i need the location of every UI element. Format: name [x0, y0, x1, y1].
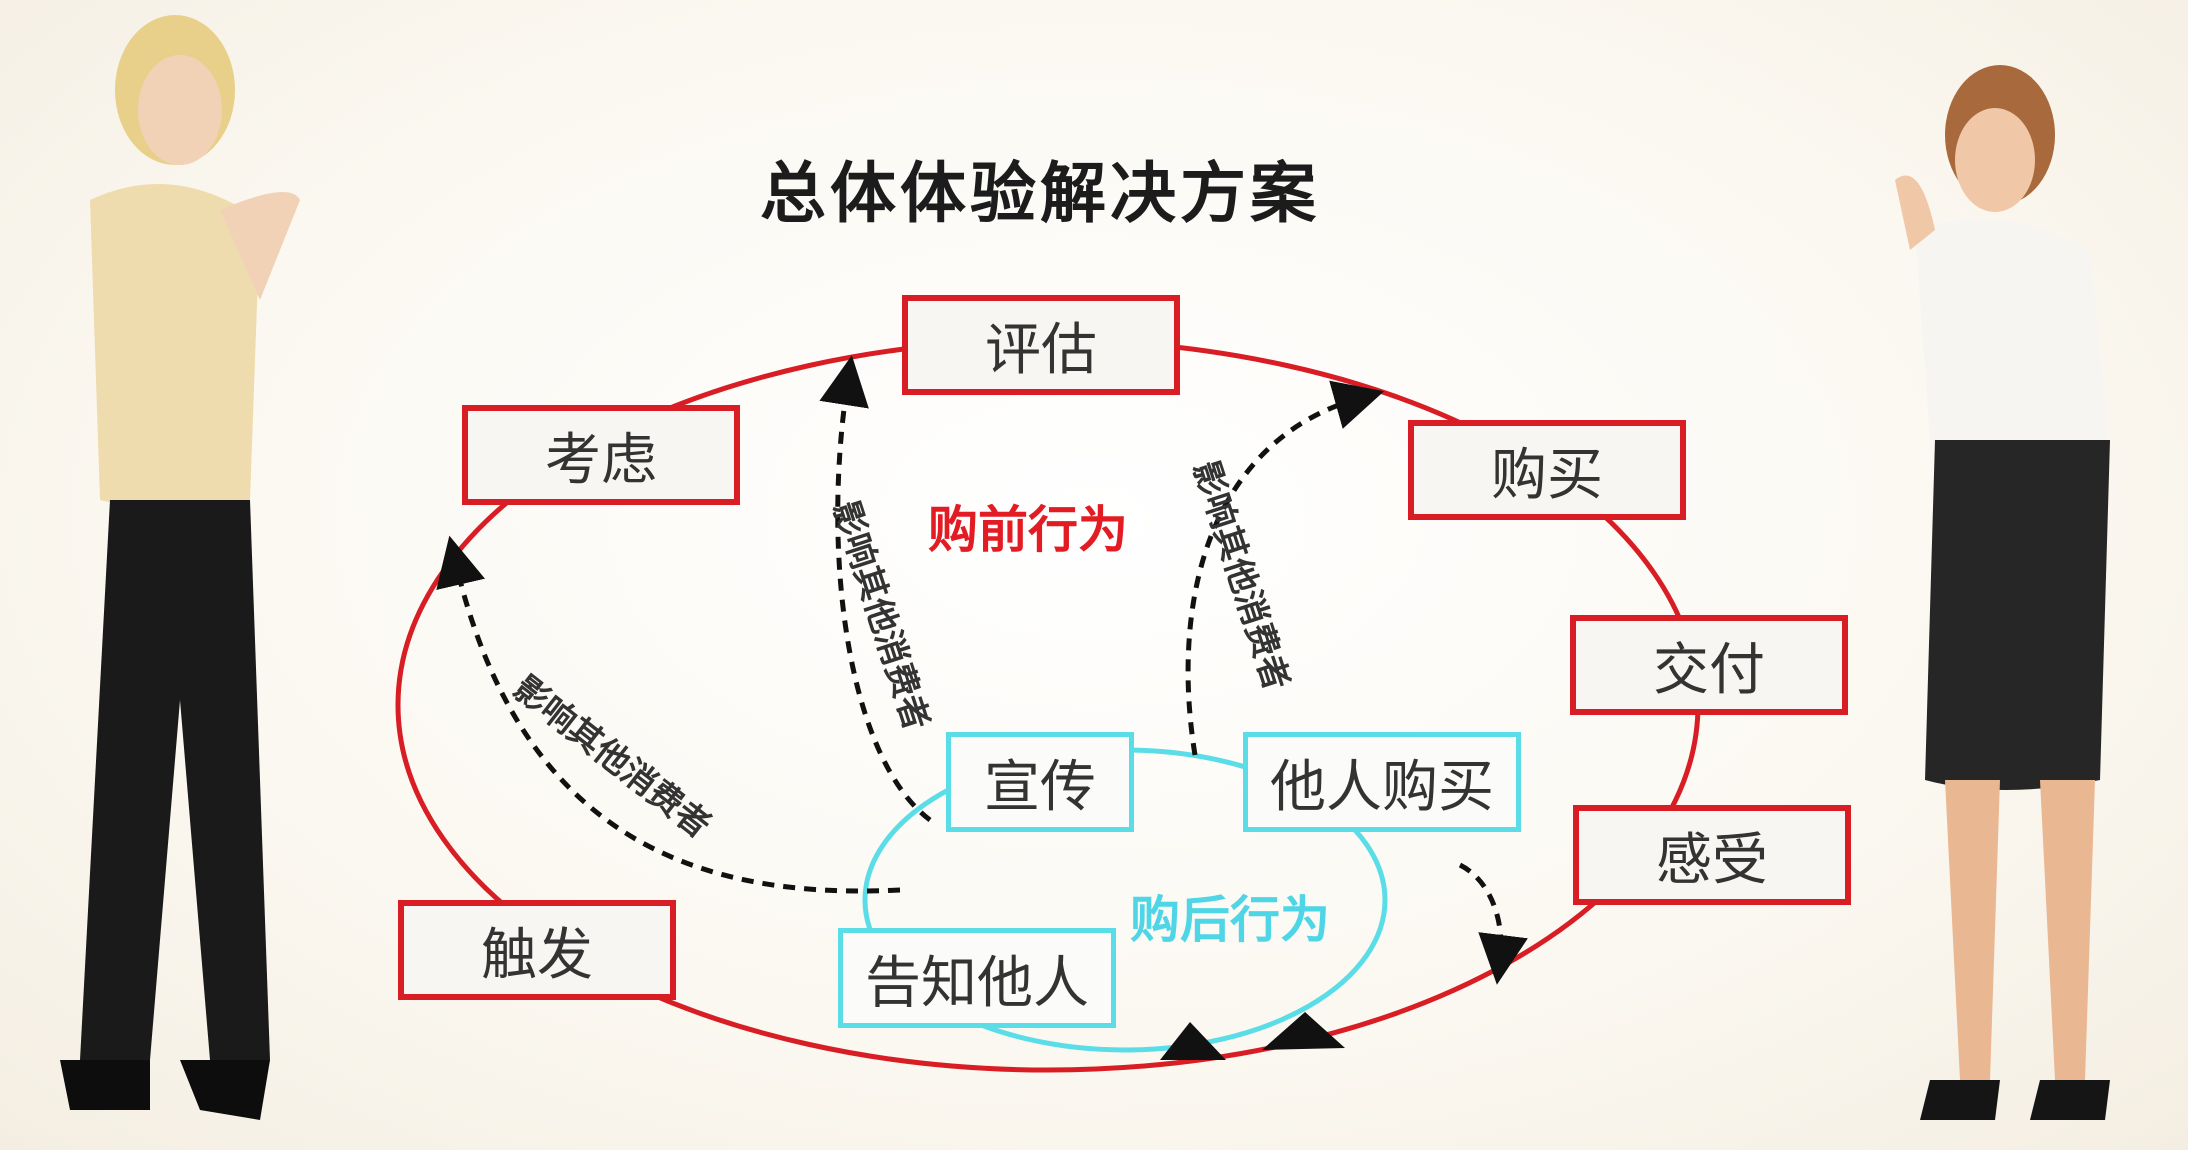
- page-title: 总体体验解决方案: [760, 155, 1320, 232]
- stage-purchase: 购买: [1408, 420, 1686, 520]
- stage-feel: 感受: [1573, 805, 1851, 905]
- influence-arrow-to-evaluate: [819, 355, 932, 822]
- post-others-buy: 他人购买: [1243, 732, 1521, 832]
- post-promote: 宣传: [946, 732, 1134, 832]
- post-tell-others: 告知他人: [838, 928, 1116, 1028]
- stage-trigger: 触发: [398, 900, 676, 1000]
- post-purchase-label: 购后行为: [1130, 891, 1330, 949]
- stage-consider: 考虑: [462, 405, 740, 505]
- woman-right-illustration: [1895, 65, 2110, 1120]
- arrow-to-feel: [1458, 862, 1528, 985]
- triangle-marker: [1160, 1022, 1226, 1060]
- influence-arrow-to-consider: [436, 535, 901, 894]
- pre-purchase-label: 购前行为: [928, 501, 1128, 559]
- triangle-marker: [1262, 1012, 1345, 1050]
- stage-deliver: 交付: [1570, 615, 1848, 715]
- stage-evaluate: 评估: [902, 295, 1180, 395]
- woman-left-illustration: [60, 15, 300, 1120]
- influence-arrow-to-purchase: [1185, 380, 1385, 756]
